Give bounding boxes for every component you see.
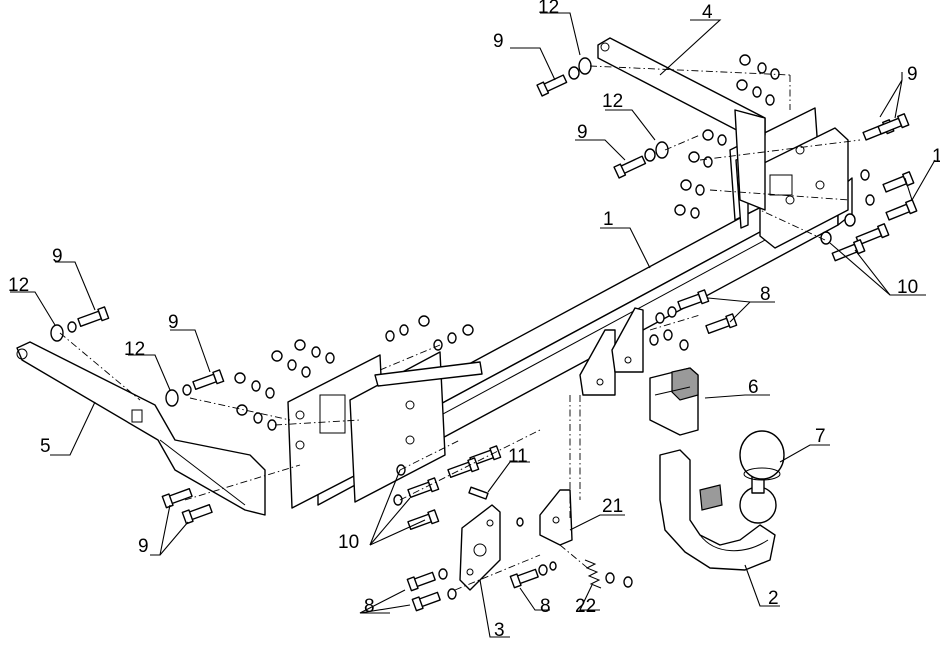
label-part-4: 4 <box>702 2 713 23</box>
label-part-10-right: 10 <box>897 277 918 298</box>
tow-ball-neck-2 <box>659 449 777 571</box>
assembly-center-lines <box>59 65 861 591</box>
label-part-12-upper: 12 <box>602 91 623 112</box>
socket-bracket-6 <box>649 367 699 436</box>
label-part-7: 7 <box>815 426 826 447</box>
side-arm-4 <box>597 37 766 211</box>
label-part-3: 3 <box>494 620 505 641</box>
label-part-6: 6 <box>748 377 759 398</box>
side-arm-5 <box>16 341 266 516</box>
label-part-5: 5 <box>40 436 51 457</box>
label-part-22: 22 <box>575 596 596 617</box>
label-part-9-left-bottom: 9 <box>138 536 149 557</box>
electrical-plate-3 <box>459 504 501 591</box>
label-part-9-top: 9 <box>493 31 504 52</box>
label-part-1: 1 <box>603 209 614 230</box>
label-part-9-upper: 9 <box>577 122 588 143</box>
label-part-10-left: 10 <box>338 532 359 553</box>
label-part-9-left-mid: 9 <box>168 312 179 333</box>
label-part-8-bottom-left: 8 <box>364 596 375 617</box>
label-part-9-left-top: 9 <box>52 246 63 267</box>
spring-22 <box>584 559 602 589</box>
label-part-9-right: 9 <box>907 64 918 85</box>
left-mount-plates <box>287 351 483 509</box>
ball-cover-7 <box>739 430 785 481</box>
label-part-12-left: 12 <box>8 275 29 296</box>
bracket-21 <box>539 489 573 546</box>
label-part-11: 11 <box>508 446 528 467</box>
label-part-2: 2 <box>768 588 779 609</box>
part-labels: 1 2 3 4 5 6 7 8 8 8 9 9 9 9 9 9 10 10 11… <box>8 0 940 641</box>
label-part-21: 21 <box>602 496 623 517</box>
label-part-12-top: 12 <box>538 0 559 18</box>
label-part-12-left-mid: 12 <box>124 339 145 360</box>
hardware-fasteners <box>50 54 918 612</box>
leader-lines <box>10 12 936 638</box>
center-brackets <box>579 307 644 396</box>
label-part-12-right-cut: 1 <box>932 146 940 167</box>
label-part-8-bottom-center: 8 <box>540 596 551 617</box>
label-part-8-right: 8 <box>760 284 771 305</box>
